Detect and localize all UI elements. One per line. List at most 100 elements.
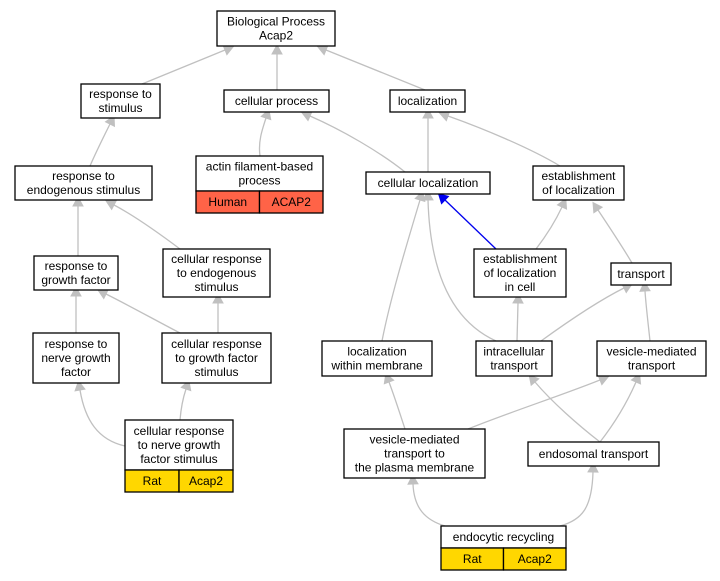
species-label: Human: [208, 195, 247, 209]
node-label-line: Acap2: [259, 29, 293, 43]
node-label-line: vesicle-mediated: [606, 345, 696, 359]
node-box: [33, 255, 119, 291]
arrowhead-icon: [592, 201, 604, 214]
node-label-line: transport: [628, 359, 676, 373]
gene-label: Acap2: [189, 474, 223, 488]
node-label-line: to growth factor: [175, 351, 258, 365]
edge-endosomal-transport-to-vesicle-mediated-transport: [599, 372, 642, 443]
edge-establishment-of-localization-to-localization: [438, 110, 561, 167]
edge-endocytic-recycling-to-endosomal-transport: [559, 461, 599, 527]
edge-intracellular-transport-to-cellular-localization: [422, 189, 497, 342]
node-label-line: growth factor: [41, 273, 110, 287]
edge-line: [516, 302, 519, 342]
gene-cell: [258, 190, 324, 214]
arrowhead-icon: [422, 107, 434, 119]
node-box: [610, 262, 672, 286]
edge-actin-filament-based-process-to-cellular-process: [258, 108, 272, 157]
edge-localization-within-membrane-to-cellular-localization: [381, 190, 426, 342]
node-label-line: cellular process: [235, 94, 318, 108]
edge-line: [447, 115, 561, 167]
edge-line: [381, 199, 421, 342]
arrowhead-icon: [212, 292, 224, 304]
arrowhead-icon: [528, 374, 540, 387]
edge-line: [535, 206, 563, 250]
edge-cellular-process-to-root: [271, 43, 283, 90]
node-endosomal-transport[interactable]: endosomal transport: [527, 441, 660, 467]
node-label-line: stimulus: [194, 280, 238, 294]
node-label-line: response to: [52, 169, 115, 183]
edge-response-to-nerve-growth-factor-to-response-to-growth-factor: [70, 285, 82, 333]
node-label-line: to endogenous: [177, 266, 256, 280]
edge-line: [467, 379, 601, 430]
arrowhead-icon: [587, 461, 599, 473]
edge-line: [89, 123, 111, 167]
node-label-line: process: [238, 174, 280, 188]
node-box: [80, 83, 161, 119]
node-label-line: stimulus: [194, 365, 238, 379]
species-tag: Human ACAP2: [195, 190, 324, 214]
node-box: [389, 89, 466, 113]
node-label-line: transport: [617, 267, 665, 281]
arrowhead-icon: [437, 193, 450, 205]
arrowhead-icon: [105, 200, 118, 211]
species-label: Rat: [143, 474, 162, 488]
node-label-line: Biological Process: [227, 15, 325, 29]
edge-line: [534, 381, 601, 443]
arrowhead-icon: [556, 197, 568, 210]
node-label-line: vesicle-mediated: [369, 433, 459, 447]
node-label-line: cellular response: [134, 424, 225, 438]
edge-line: [644, 290, 651, 342]
edge-response-to-stimulus-to-root: [141, 44, 235, 85]
arrowhead-icon: [422, 189, 434, 201]
gene-label: ACAP2: [272, 195, 312, 209]
node-cellular-localization[interactable]: cellular localization: [365, 171, 491, 195]
edge-intracellular-transport-to-establishment-of-localization-in-cell: [512, 292, 524, 342]
node-label-line: cellular response: [171, 337, 262, 351]
node-label-line: endocytic recycling: [453, 530, 554, 544]
arrowhead-icon: [271, 43, 283, 55]
gene-cell: [178, 469, 234, 493]
node-box: [223, 89, 330, 113]
arrowhead-icon: [72, 195, 84, 207]
node-label-line: actin filament-based: [206, 160, 313, 174]
edge-line: [559, 471, 594, 527]
species-tag: Rat Acap2: [124, 469, 234, 493]
edge-line: [258, 117, 267, 157]
node-box: [596, 340, 707, 377]
node-localization[interactable]: localization: [389, 89, 466, 113]
node-label-line: localization: [347, 345, 406, 359]
node-transport[interactable]: transport: [610, 262, 672, 286]
edge-establishment-of-localization-in-cell-to-establishment-of-localization: [535, 197, 568, 250]
arrowhead-icon: [316, 44, 329, 56]
arrowhead-icon: [222, 44, 235, 56]
node-cellular-process[interactable]: cellular process: [223, 89, 330, 113]
node-label-line: response to: [89, 87, 152, 101]
edge-cellular-response-to-nerve-growth-factor-stimulus-to-cellular-response-to-growth-factor-stimulus: [179, 379, 192, 421]
node-label-line: cellular response: [171, 252, 262, 266]
node-box: [162, 248, 271, 298]
node-box: [14, 165, 153, 201]
gene-label: Acap2: [518, 552, 552, 566]
arrowhead-icon: [70, 285, 82, 297]
edge-cellular-response-to-growth-factor-stimulus-to-cellular-response-to-endogenous-stimulus: [212, 292, 224, 333]
node-box: [161, 332, 272, 384]
edge-line: [113, 204, 181, 250]
edge-response-to-endogenous-stimulus-to-response-to-stimulus: [89, 115, 116, 167]
